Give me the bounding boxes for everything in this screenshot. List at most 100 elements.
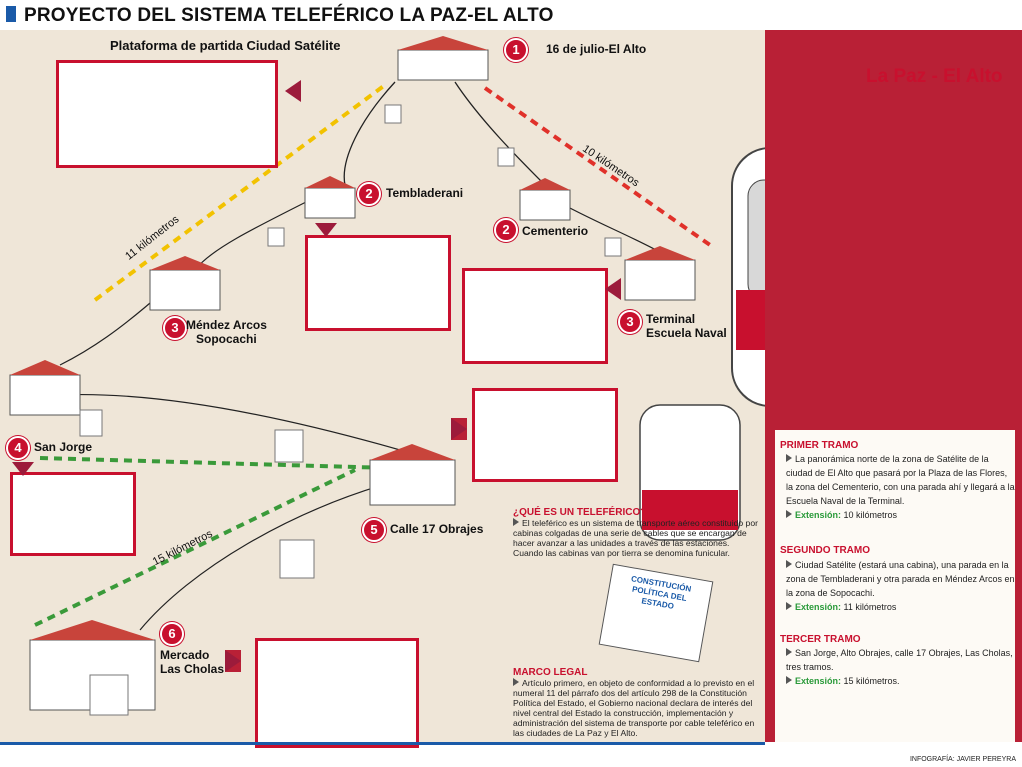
- station-number: 6: [160, 622, 184, 646]
- cable-line: [343, 81, 396, 186]
- station-name: Sopocachi: [196, 332, 257, 346]
- cabin-small: [279, 539, 315, 579]
- credit: INFOGRAFÍA: JAVIER PEREYRA: [909, 756, 1016, 763]
- legal-body: Artículo primero, en objeto de conformid…: [513, 678, 758, 738]
- tramo-extension-label: Extensión:: [795, 602, 842, 612]
- bullet-icon: [786, 560, 792, 568]
- constitution-book: CONSTITUCIÓN POLÍTICA DEL ESTADO: [598, 563, 714, 663]
- tramo-extension-value: 11 kilómetros: [843, 602, 897, 612]
- tramo-extension-label: Extensión:: [795, 510, 842, 520]
- station-roof: [10, 360, 80, 375]
- cable-line: [139, 479, 401, 631]
- tramo-extension-value: 15 kilómetros.: [843, 676, 900, 686]
- station-name: Calle 17 Obrajes: [390, 522, 484, 536]
- bullet-icon: [786, 602, 792, 610]
- station-name: Terminal: [646, 312, 696, 326]
- distance-line-green: [34, 468, 356, 627]
- photo-obrajes: [472, 388, 618, 482]
- distance-line-yellow: [93, 83, 387, 302]
- arrow-right-icon: [225, 650, 241, 672]
- cabin-small: [89, 674, 129, 716]
- station-house-4: [9, 374, 81, 416]
- header-accent: [6, 6, 16, 22]
- cable-map: [9, 36, 765, 716]
- station-name: 16 de julio-El Alto: [546, 42, 647, 56]
- tramo-heading: TERCER TRAMO: [780, 634, 861, 645]
- legal-text: Artículo primero, en objeto de conformid…: [513, 678, 755, 738]
- station-roof: [305, 176, 355, 188]
- cable-line: [194, 194, 321, 271]
- station-name: Cementerio: [522, 224, 589, 238]
- arrow-down-icon: [12, 462, 34, 476]
- bullet-icon: [786, 510, 792, 518]
- arrow-down-icon: [315, 223, 337, 237]
- station-name: Las Cholas: [160, 662, 225, 676]
- big-cabin-stripe: [736, 290, 765, 350]
- station-roof: [370, 444, 455, 460]
- station-number: 4: [6, 436, 30, 460]
- arrow-right-icon: [451, 418, 467, 440]
- what-body: El teleférico es un sistema de transport…: [513, 518, 758, 558]
- what-text: El teleférico es un sistema de transport…: [513, 518, 758, 558]
- tramo-text: La panorámica norte de la zona de Satéli…: [786, 454, 1015, 506]
- big-cabin-window: [747, 179, 765, 301]
- tramo-extension-label: Extensión:: [795, 676, 842, 686]
- cable-line: [59, 393, 401, 451]
- what-heading: ¿QUÉ ES UN TELEFÉRICO?: [513, 507, 647, 518]
- station-roof: [625, 246, 695, 260]
- cabin-small: [79, 409, 103, 437]
- cabin-small: [267, 227, 285, 247]
- station-name: Mercado: [160, 648, 210, 662]
- photo-ciudad-satelite: [56, 60, 278, 168]
- station-number: 1: [504, 38, 528, 62]
- bullet-icon: [786, 676, 792, 684]
- tramo-body: Ciudad Satélite (estará una cabina), una…: [786, 558, 1016, 614]
- station-house-3b: [624, 259, 696, 301]
- photo-san-jorge: [10, 472, 136, 556]
- tramo-body: San Jorge, Alto Obrajes, calle 17 Obraje…: [786, 646, 1016, 688]
- station-roof: [520, 178, 570, 190]
- tramo-heading: PRIMER TRAMO: [780, 440, 859, 451]
- photo-las-cholas: [255, 638, 419, 748]
- station-number: 3: [618, 310, 642, 334]
- station-name: San Jorge: [34, 440, 93, 454]
- distance-line-red: [483, 86, 712, 247]
- station-roof: [30, 620, 155, 640]
- cable-line: [454, 81, 546, 186]
- station-house-1: [397, 49, 489, 81]
- station-roof: [398, 36, 488, 50]
- panel-title: La Paz - El Alto: [866, 66, 1003, 87]
- station-roof: [150, 256, 220, 270]
- platform-label: Plataforma de partida Ciudad Satélite: [110, 38, 341, 53]
- tramos-panel: [775, 430, 1015, 742]
- station-number: 3: [163, 316, 187, 340]
- bullet-icon: [786, 454, 792, 462]
- cabin-small: [274, 429, 304, 463]
- cable-line: [59, 289, 166, 366]
- tramo-text: San Jorge, Alto Obrajes, calle 17 Obraje…: [786, 648, 1013, 672]
- station-house-2a: [304, 187, 356, 219]
- tramo-body: La panorámica norte de la zona de Satéli…: [786, 452, 1016, 522]
- tramo-text: Ciudad Satélite (estará una cabina), una…: [786, 560, 1015, 598]
- bullet-icon: [513, 518, 519, 526]
- station-number: 2: [494, 218, 518, 242]
- station-name: Méndez Arcos: [186, 318, 267, 332]
- photo-terminal: [462, 268, 608, 364]
- station-name: Escuela Naval: [646, 326, 727, 340]
- station-house-5: [369, 459, 456, 506]
- cabin-small: [497, 147, 515, 167]
- page-title: PROYECTO DEL SISTEMA TELEFÉRICO LA PAZ-E…: [24, 5, 554, 26]
- station-number: 5: [362, 518, 386, 542]
- arrow-left-icon: [285, 80, 301, 102]
- photo-tembladerani: [305, 235, 451, 331]
- legal-heading: MARCO LEGAL: [513, 667, 588, 678]
- cabin-small: [604, 237, 622, 257]
- station-name: Tembladerani: [386, 186, 464, 200]
- arrow-left-icon: [605, 278, 621, 300]
- cabin-small: [384, 104, 402, 124]
- bullet-icon: [513, 678, 519, 686]
- station-house-3a: [149, 269, 221, 311]
- footer-line: [0, 742, 765, 745]
- tramo-extension-value: 10 kilómetros: [843, 510, 898, 520]
- distance-line-green: [39, 456, 391, 470]
